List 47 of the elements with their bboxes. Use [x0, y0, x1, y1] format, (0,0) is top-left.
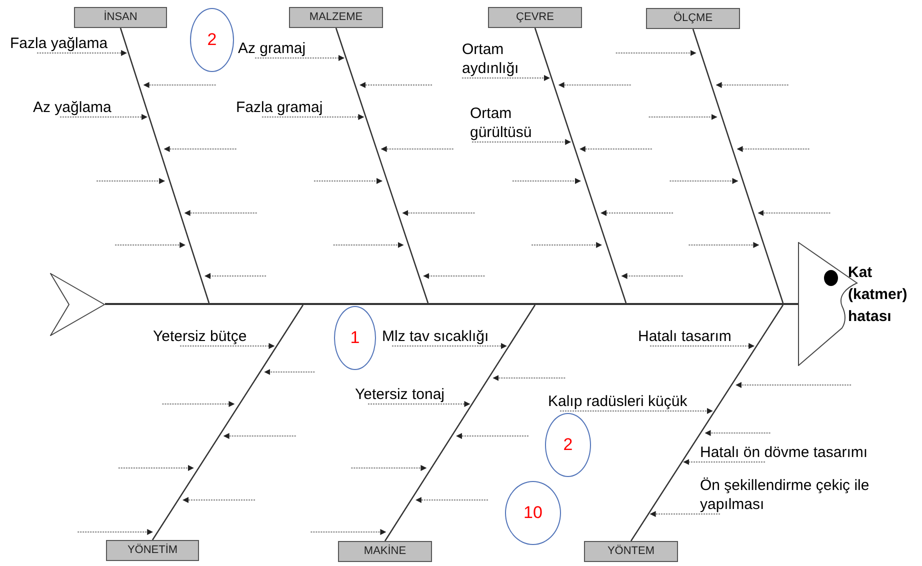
cause-arrow: [650, 343, 755, 349]
cause-text: Hatalı tasarım: [638, 327, 732, 346]
bone-line: [630, 304, 784, 542]
cause-text: Ortam gürültüsü: [470, 104, 546, 142]
cause-text: Yetersiz bütçe: [153, 327, 247, 346]
cause-arrow: [560, 408, 713, 414]
cause-text: Fazla gramaj: [236, 98, 323, 117]
cause-text: Yetersiz tonaj: [355, 385, 445, 404]
spine-line: [105, 303, 798, 305]
count-circle: 10: [505, 481, 561, 545]
bone-line: [534, 28, 627, 304]
cause-text: Ön şekillendirme çekiç ile yapılması: [700, 476, 900, 514]
cause-text: Az gramaj: [238, 39, 306, 58]
bone-line: [335, 28, 429, 304]
cause-text: Ortam aydınlığı: [462, 40, 536, 78]
cause-arrow: [650, 511, 720, 517]
cause-arrow: [36, 50, 128, 56]
cause-arrow: [60, 114, 148, 120]
bone-line: [152, 304, 304, 540]
cause-arrow: [180, 343, 275, 349]
cause-arrow: [262, 114, 364, 120]
category-box: İNSAN: [74, 7, 167, 28]
count-circle: 2: [190, 8, 234, 72]
count-circle: 2: [545, 413, 591, 477]
count-circle: 1: [334, 306, 376, 370]
category-box: MALZEME: [289, 7, 383, 28]
category-box: MAKİNE: [338, 541, 432, 562]
cause-text: Kalıp radüsleri küçük: [548, 392, 688, 411]
cause-arrow: [462, 75, 550, 81]
category-box: ÇEVRE: [488, 7, 582, 28]
cause-arrow: [368, 401, 470, 407]
bone-line: [384, 304, 536, 542]
problem-text: Kat (katmer) hatası: [848, 263, 908, 327]
category-box: ÖLÇME: [646, 8, 740, 29]
bone-line: [692, 28, 784, 304]
cause-text: Mlz tav sıcaklığı: [382, 327, 489, 346]
category-box: YÖNETİM: [106, 540, 199, 561]
cause-arrow: [392, 343, 507, 349]
cause-text: Hatalı ön dövme tasarımı: [700, 443, 868, 462]
cause-arrow: [683, 459, 766, 465]
bone-line: [120, 28, 210, 304]
cause-arrow: [254, 55, 344, 61]
cause-text: Fazla yağlama: [10, 34, 108, 53]
cause-arrow: [472, 139, 572, 145]
fish-tail: [50, 273, 105, 336]
category-box: YÖNTEM: [584, 541, 678, 562]
cause-text: Az yağlama: [33, 98, 112, 117]
